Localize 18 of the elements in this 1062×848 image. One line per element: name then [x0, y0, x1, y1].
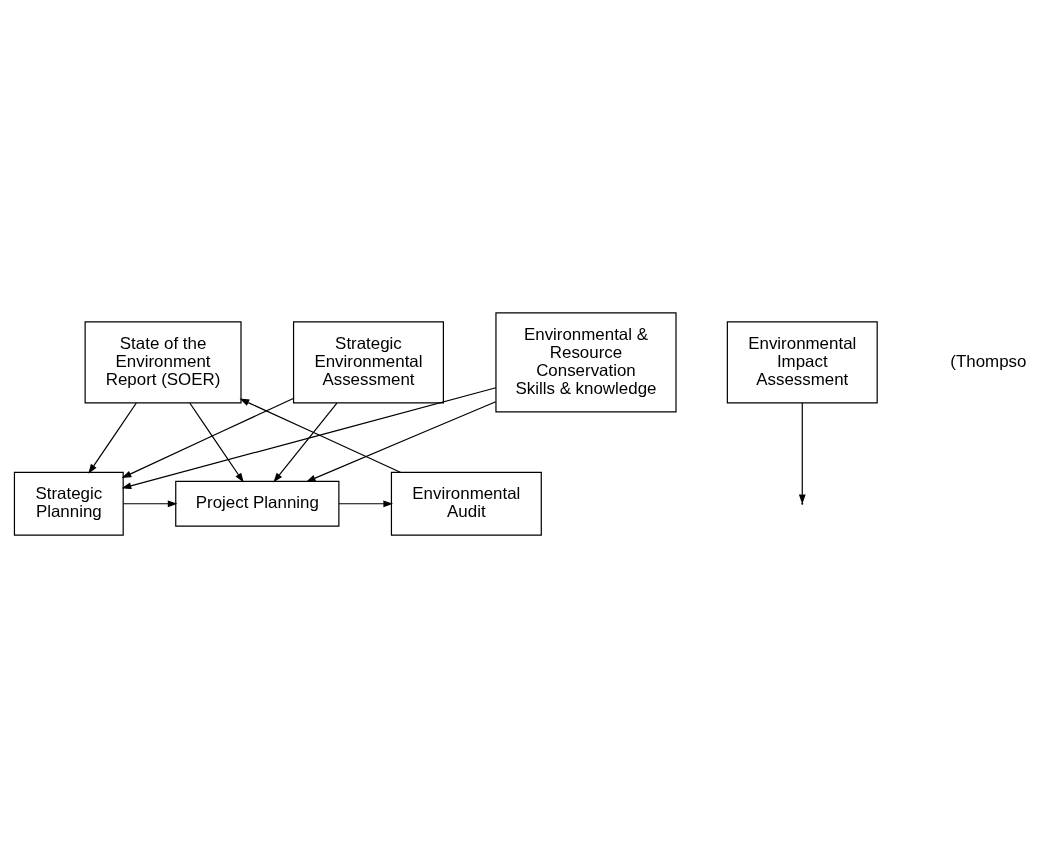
arrow	[798, 402, 806, 505]
arrow	[305, 401, 497, 482]
arrow	[121, 397, 294, 479]
node-box: State of the Environment Report (SOER)	[84, 321, 242, 404]
label: (Thompso	[950, 351, 1027, 371]
arrow	[189, 402, 244, 483]
node-box: Strategic Planning	[13, 471, 124, 536]
node-box: Strategic Environmental Assessment	[292, 321, 444, 404]
node-box: Environmental Audit	[390, 471, 542, 536]
arrow	[273, 402, 338, 483]
arrow	[88, 402, 137, 474]
node-box: Environmental Impact Assessment	[726, 321, 878, 404]
node-box: Project Planning	[175, 480, 340, 527]
arrow	[122, 500, 178, 508]
arrow	[239, 398, 401, 473]
node-box: Environmental & Resource Conservation Skills & knowledge	[495, 312, 677, 413]
arrow	[121, 387, 497, 490]
arrow	[338, 500, 394, 508]
